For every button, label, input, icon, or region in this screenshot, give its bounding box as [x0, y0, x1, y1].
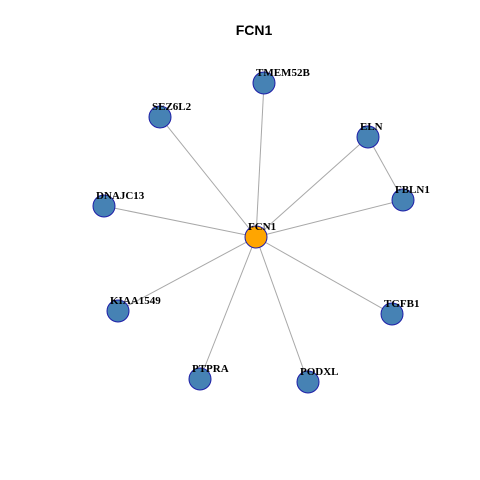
node-ptpra — [188, 367, 212, 391]
edge-fcn1-tmem52b — [255, 82, 265, 238]
node-label-dnajc13: DNAJC13 — [96, 190, 145, 202]
edge-eln-fbln1 — [367, 136, 404, 201]
edge-fcn1-dnajc13 — [103, 205, 257, 238]
node-fcn1 — [244, 225, 268, 249]
edge-fcn1-podxl — [255, 236, 309, 383]
node-label-ptpra: PTPRA — [192, 363, 229, 375]
node-kiaa1549 — [106, 299, 130, 323]
node-fbln1 — [391, 188, 415, 212]
node-label-tgfb1: TGFB1 — [384, 298, 419, 310]
edge-fcn1-ptpra — [199, 236, 257, 380]
node-podxl — [296, 370, 320, 394]
edge-layer — [103, 82, 404, 383]
node-label-tmem52b: TMEM52B — [256, 67, 310, 79]
node-label-podxl: PODXL — [300, 366, 339, 378]
node-sez6l2 — [148, 105, 172, 129]
edge-fcn1-fbln1 — [255, 199, 404, 238]
node-label-kiaa1549: KIAA1549 — [110, 295, 161, 307]
node-label-sez6l2: SEZ6L2 — [152, 101, 192, 113]
edge-fcn1-sez6l2 — [159, 116, 257, 238]
node-tgfb1 — [380, 302, 404, 326]
node-layer — [92, 71, 415, 394]
edge-fcn1-tgfb1 — [255, 236, 393, 315]
node-dnajc13 — [92, 194, 116, 218]
node-tmem52b — [252, 71, 276, 95]
edge-fcn1-eln — [255, 136, 369, 238]
edge-fcn1-kiaa1549 — [117, 236, 257, 312]
node-eln — [356, 125, 380, 149]
plot-title: FCN1 — [236, 22, 273, 38]
node-label-fcn1: FCN1 — [248, 221, 276, 233]
node-label-fbln1: FBLN1 — [395, 184, 430, 196]
node-label-eln: ELN — [360, 121, 383, 133]
